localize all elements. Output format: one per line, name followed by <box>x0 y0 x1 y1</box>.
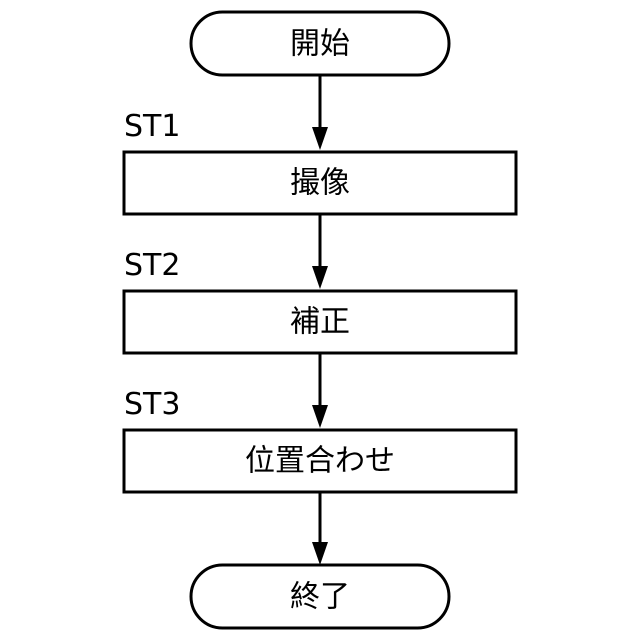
process-label-st3: 位置合わせ <box>245 444 395 479</box>
arrowhead <box>312 127 328 150</box>
process-label-st1: 撮像 <box>290 166 350 201</box>
connector-start-st1 <box>312 75 328 150</box>
connector-st1-st2 <box>312 214 328 289</box>
start-label: 開始 <box>290 27 350 62</box>
arrowhead <box>312 542 328 565</box>
step-id-st3: ST3 <box>124 387 180 422</box>
start-node: 開始 <box>191 12 449 75</box>
end-label: 終了 <box>290 580 350 615</box>
arrowhead <box>312 266 328 289</box>
process-label-st2: 補正 <box>290 305 350 340</box>
connector-st3-end <box>312 492 328 565</box>
end-node: 終了 <box>191 565 449 628</box>
arrowhead <box>312 405 328 428</box>
connector-st2-st3 <box>312 353 328 428</box>
process-node-st3: 位置合わせ <box>124 430 516 492</box>
process-node-st1: 撮像 <box>124 152 516 214</box>
step-id-st2: ST2 <box>124 248 180 283</box>
step-id-st1: ST1 <box>124 109 180 144</box>
process-node-st2: 補正 <box>124 291 516 353</box>
